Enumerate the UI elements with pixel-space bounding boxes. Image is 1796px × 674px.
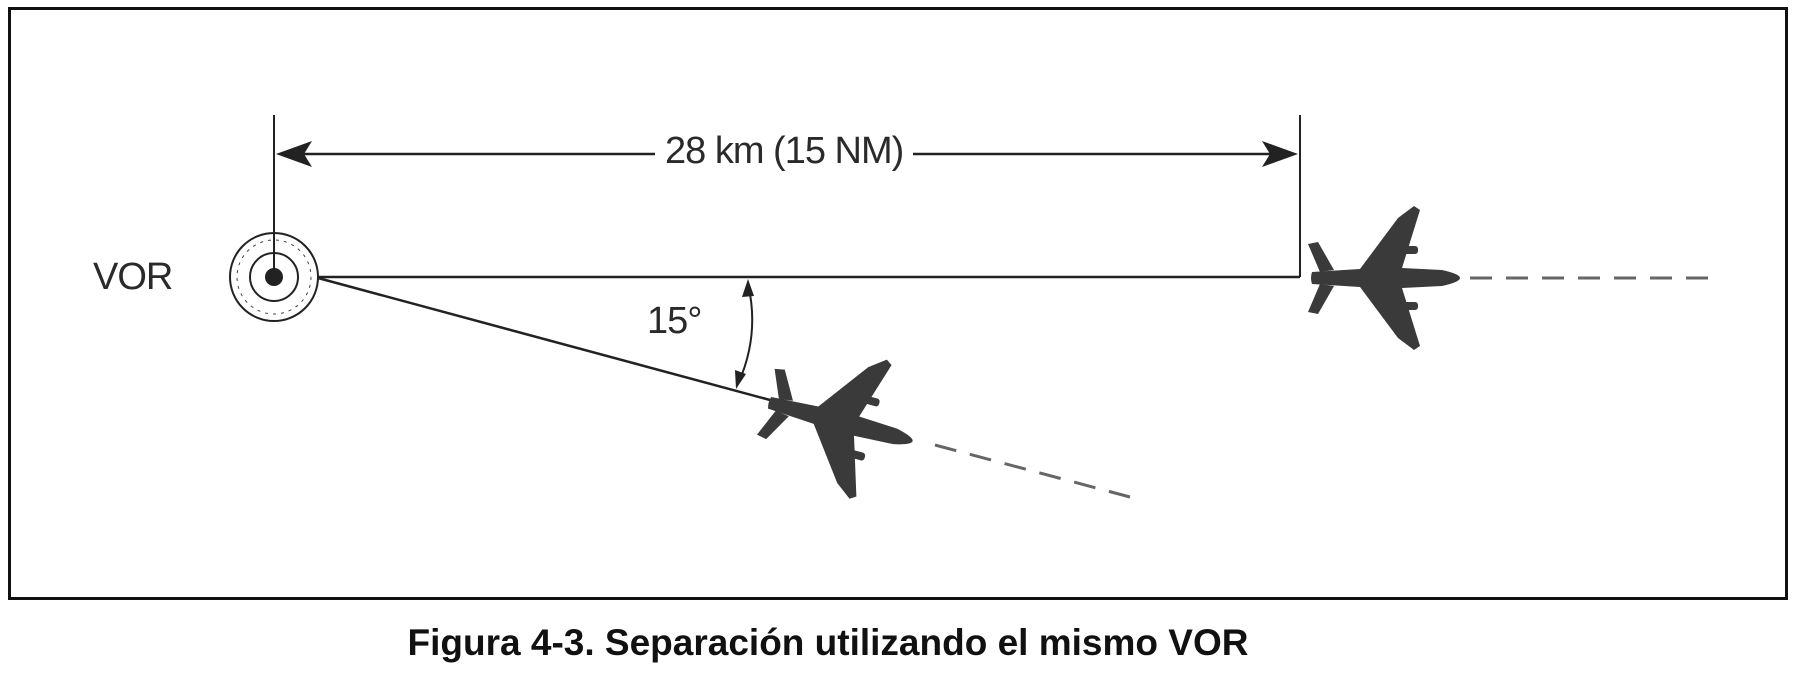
left-arrowhead-icon xyxy=(276,141,312,167)
distance-label: 28 km (15 NM) xyxy=(655,130,914,173)
angle-arrowhead-bottom-icon xyxy=(735,370,746,389)
angle-label: 15° xyxy=(647,300,702,342)
figure-caption: Figura 4-3. Separación utilizando el mis… xyxy=(407,622,1249,663)
aircraft-icon xyxy=(747,332,932,511)
aircraft-icon xyxy=(1308,206,1460,350)
diagram-frame xyxy=(8,7,1788,600)
angle-arc xyxy=(737,283,754,385)
radial-line-2 xyxy=(317,276,771,402)
right-arrowhead-icon xyxy=(1262,141,1298,167)
angle-arrowhead-top-icon xyxy=(742,279,754,297)
vor-station-label: VOR xyxy=(93,256,173,298)
track-dashed-line-2 xyxy=(934,443,1131,499)
